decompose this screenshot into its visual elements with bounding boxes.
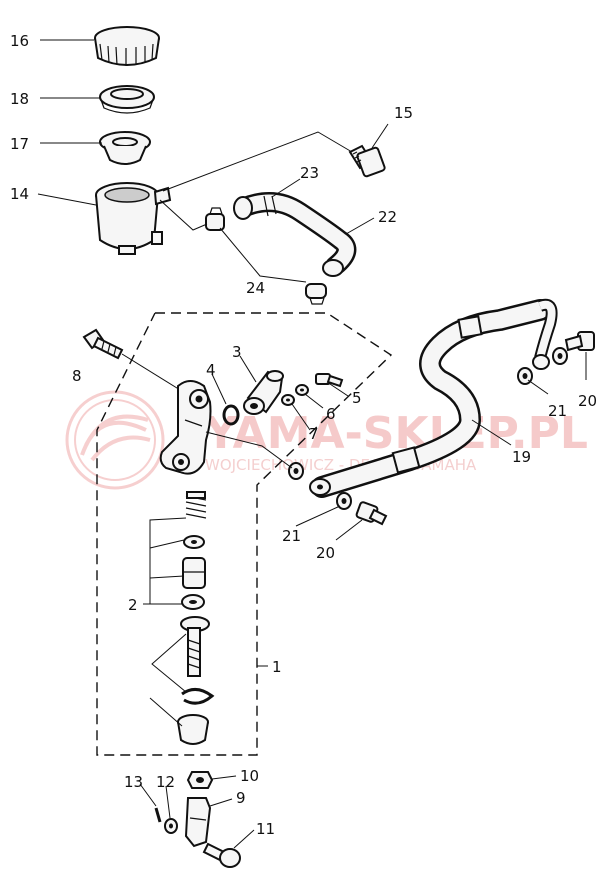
cup-seal-upper <box>183 535 205 549</box>
label-21-lower: 21 <box>282 527 301 545</box>
label-9: 9 <box>236 789 246 807</box>
brake-hose <box>309 298 558 498</box>
piston <box>182 557 206 589</box>
clevis <box>184 797 212 848</box>
cotter-pin <box>154 807 162 823</box>
spring <box>185 491 207 519</box>
bolt-8 <box>82 328 124 360</box>
hose-clip-lower <box>305 283 327 305</box>
washer-12 <box>164 818 178 834</box>
label-11: 11 <box>256 820 275 838</box>
bolt-20-lower <box>355 501 388 526</box>
label-12: 12 <box>156 773 175 791</box>
label-20-right: 20 <box>578 392 597 410</box>
label-21-right: 21 <box>548 402 567 420</box>
label-17: 17 <box>10 135 29 153</box>
assembly-boundary <box>96 312 393 756</box>
label-24: 24 <box>246 279 265 297</box>
leader-lines-top <box>37 39 389 283</box>
hose-clip-upper <box>205 207 225 231</box>
bolt-5 <box>315 373 344 388</box>
bolt-15 <box>348 144 386 178</box>
label-15: 15 <box>394 104 413 122</box>
reservoir-hose <box>233 192 357 277</box>
label-18: 18 <box>10 90 29 108</box>
cup-seal-lower <box>181 594 205 610</box>
part-labels: 16 18 17 14 15 23 22 24 8 3 4 5 6 7 21 2… <box>10 32 597 838</box>
label-6: 6 <box>326 405 336 423</box>
diaphragm <box>99 85 155 114</box>
label-19: 19 <box>512 448 531 466</box>
label-5: 5 <box>352 389 362 407</box>
nut-10 <box>186 771 214 789</box>
o-ring <box>222 404 240 426</box>
leader-lines-kit <box>143 517 268 727</box>
leader-lines-mid <box>205 355 349 469</box>
label-4: 4 <box>206 361 216 379</box>
label-14: 14 <box>10 185 29 203</box>
master-cylinder-body <box>159 380 212 475</box>
label-22: 22 <box>378 208 397 226</box>
bolt-20-right <box>564 331 595 352</box>
leader-lines-hose <box>295 352 587 541</box>
dust-boot <box>177 714 209 745</box>
reservoir <box>95 182 172 255</box>
washer-6 <box>295 384 309 396</box>
diaphragm-plate <box>99 131 151 165</box>
label-8: 8 <box>72 367 82 385</box>
push-rod <box>180 616 210 677</box>
label-1: 1 <box>272 658 282 676</box>
washer-7 <box>281 394 295 406</box>
label-2: 2 <box>128 596 138 614</box>
label-7: 7 <box>309 425 319 443</box>
watermark-logo-icon <box>65 390 165 490</box>
clevis-pin <box>202 842 241 868</box>
label-13: 13 <box>124 773 143 791</box>
label-23: 23 <box>300 164 319 182</box>
washer-21-center <box>288 462 304 480</box>
label-10: 10 <box>240 767 259 785</box>
label-3: 3 <box>232 343 242 361</box>
label-20-lower: 20 <box>316 544 335 562</box>
washer-21-lower <box>336 492 352 510</box>
label-16: 16 <box>10 32 29 50</box>
circlip <box>181 688 215 705</box>
reservoir-cap <box>94 26 160 66</box>
leader-lines-clevis <box>139 775 255 849</box>
union-fitting <box>243 370 284 415</box>
